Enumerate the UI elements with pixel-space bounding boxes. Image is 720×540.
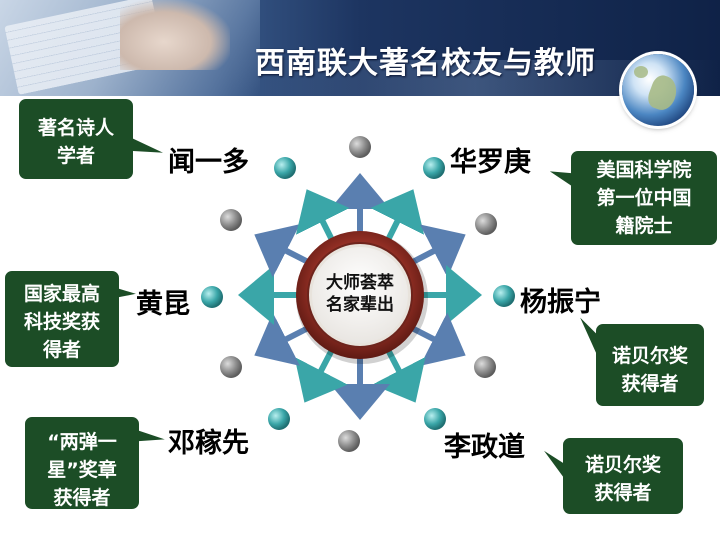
note-line: “两弹一 — [47, 431, 117, 453]
arrow-down-left — [294, 342, 348, 403]
note-line: 学者 — [56, 145, 95, 167]
hub-label: 大师荟萃 名家辈出 — [312, 272, 408, 316]
note-line: 美国科学院 — [596, 159, 692, 181]
dot-teal — [268, 408, 290, 430]
note-yangzhenning: 诺贝尔奖 获得者 — [595, 342, 705, 398]
note-dengjiaxian: “两弹一 星”奖章 获得者 — [24, 428, 140, 512]
dot-teal — [423, 157, 445, 179]
hub-label-line2: 名家辈出 — [326, 295, 394, 315]
note-huangkun: 国家最高 科技奖获 得者 — [4, 280, 120, 364]
dot-gray — [338, 430, 360, 452]
callout-hualuogeng — [545, 149, 719, 247]
dot-gray — [220, 356, 242, 378]
note-line: 著名诗人 — [37, 117, 114, 139]
note-line: 获得者 — [621, 373, 679, 395]
note-line: 诺贝尔奖 — [584, 454, 661, 476]
callouts — [3, 97, 719, 516]
callout-lizhengdao — [539, 436, 685, 516]
note-line: 科技奖获 — [23, 311, 100, 333]
writing-hand-image — [120, 0, 230, 70]
hub-label-line1: 大师荟萃 — [326, 273, 394, 293]
dot-gray — [349, 136, 371, 158]
arrow-down-right — [372, 342, 426, 403]
callout-wenyiduo — [17, 97, 169, 181]
note-wenyiduo: 著名诗人 学者 — [18, 114, 134, 170]
dot-teal — [493, 285, 515, 307]
note-line: 第一位中国 — [596, 187, 692, 209]
name-lizhengdao: 李政道 — [444, 432, 525, 463]
note-line: 获得者 — [53, 487, 111, 509]
note-line: 星”奖章 — [47, 459, 117, 481]
page-title: 西南联大著名校友与教师 — [255, 46, 596, 81]
note-lizhengdao: 诺贝尔奖 获得者 — [562, 451, 684, 507]
dot-teal — [201, 286, 223, 308]
callout-huangkun — [3, 269, 141, 369]
dot-gray — [474, 356, 496, 378]
note-line: 获得者 — [594, 482, 652, 504]
note-hualuogeng: 美国科学院 第一位中国 籍院士 — [570, 156, 718, 240]
note-line: 诺贝尔奖 — [611, 345, 688, 367]
name-huangkun: 黄昆 — [136, 289, 190, 320]
callout-dengjiaxian — [23, 415, 171, 511]
dot-teal — [274, 157, 296, 179]
globe-icon — [622, 54, 694, 126]
note-line: 籍院士 — [615, 215, 673, 237]
hub-inner — [312, 247, 408, 343]
dot-teal — [424, 408, 446, 430]
name-dengjiaxian: 邓稼先 — [168, 428, 249, 459]
name-yangzhenning: 杨振宁 — [520, 287, 601, 318]
dot-gray — [475, 213, 497, 235]
name-hualuogeng: 华罗庚 — [450, 147, 531, 178]
dots — [201, 136, 515, 452]
note-line: 国家最高 — [23, 283, 100, 305]
note-line: 得者 — [42, 339, 81, 361]
callout-yangzhenning — [576, 312, 706, 408]
dot-gray — [220, 209, 242, 231]
name-wenyiduo: 闻一多 — [168, 147, 249, 178]
